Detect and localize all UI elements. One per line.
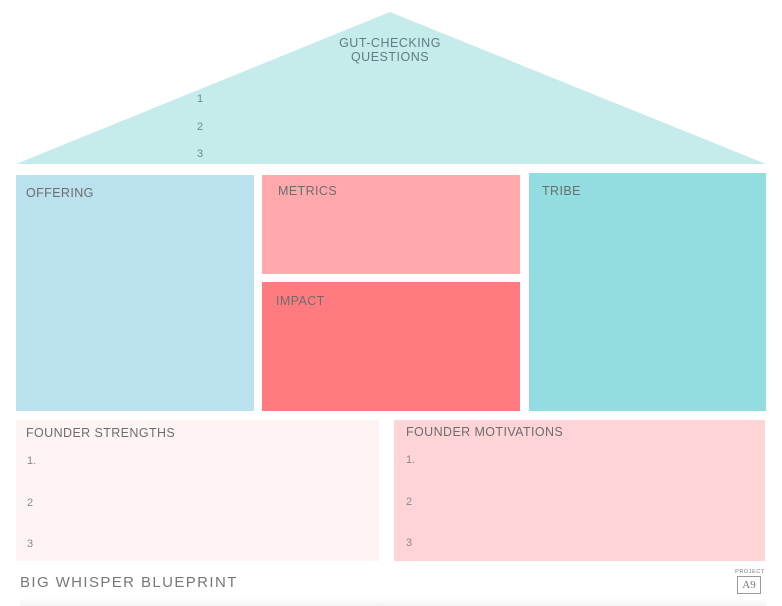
roof-shape [16, 12, 766, 164]
bottom-divider [20, 598, 766, 606]
offering-box: OFFERING [16, 175, 254, 411]
tribe-label: TRIBE [542, 184, 581, 198]
strengths-number-1: 1. [27, 455, 37, 467]
logo-mark-text: A9 [742, 579, 756, 591]
gut-checking-questions-title: GUT-CHECKING QUESTIONS [339, 36, 441, 64]
logo-mark-box: A9 [737, 576, 761, 594]
motivations-number-2: 2 [406, 496, 413, 508]
motivations-number-1: 1. [406, 454, 416, 466]
founder-motivations-label: FOUNDER MOTIVATIONS [406, 425, 564, 439]
founder-motivations-box: FOUNDER MOTIVATIONS 1. 2 3 [394, 420, 765, 561]
metrics-box: METRICS [262, 175, 520, 274]
tribe-box: TRIBE [529, 173, 766, 411]
impact-label: IMPACT [276, 294, 325, 308]
motivations-number-3: 3 [406, 537, 413, 549]
project-logo: PROJECT A9 [734, 569, 766, 597]
founder-strengths-label: FOUNDER STRENGTHS [26, 426, 176, 440]
strengths-number-3: 3 [27, 538, 34, 550]
roof-number-3: 3 [197, 148, 204, 160]
blueprint-title: BIG WHISPER BLUEPRINT [20, 574, 238, 591]
roof-number-2: 2 [197, 121, 204, 133]
impact-box: IMPACT [262, 282, 520, 411]
metrics-label: METRICS [278, 184, 338, 198]
offering-label: OFFERING [26, 186, 94, 200]
roof-number-1: 1 [197, 93, 204, 105]
logo-top-text: PROJECT [735, 569, 765, 575]
founder-strengths-box: FOUNDER STRENGTHS 1. 2 3 [16, 420, 379, 561]
strengths-number-2: 2 [27, 497, 34, 509]
